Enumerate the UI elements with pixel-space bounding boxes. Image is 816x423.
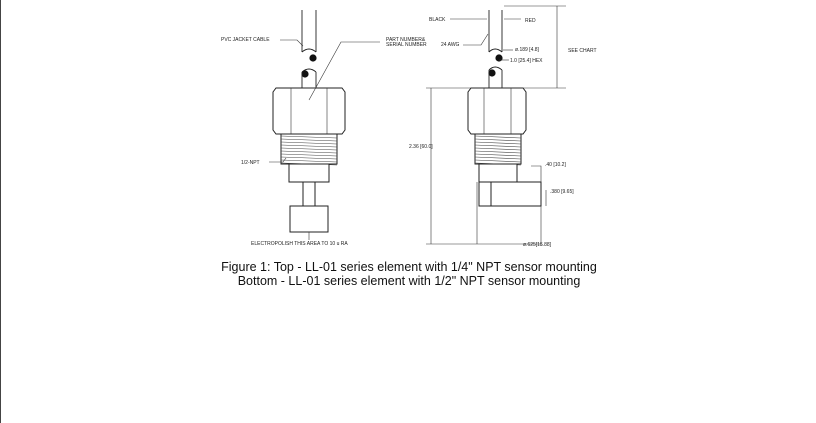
wire-dot	[488, 69, 496, 77]
stem-collar	[288, 163, 330, 183]
thread-line	[474, 159, 522, 163]
see-chart-label: SEE CHART	[568, 48, 597, 54]
figure-caption-line-1: Figure 1: Top - LL-01 series element wit…	[221, 260, 597, 274]
hex-nut	[467, 87, 527, 135]
probe-stem	[478, 181, 492, 207]
thread-line	[280, 135, 338, 139]
thread-lines	[280, 135, 338, 166]
electropolish-label: ELECTROPOLISH THIS AREA TO 10 u RA	[251, 241, 348, 247]
thread-line	[474, 153, 522, 157]
thread-line	[474, 147, 522, 151]
thread-line	[474, 144, 522, 148]
thread-line	[280, 159, 338, 163]
thread-line	[280, 156, 338, 160]
thread-line	[280, 144, 338, 148]
length-label: 2.36 [60.0]	[409, 144, 433, 150]
wire-dot	[309, 54, 317, 62]
hex-nut	[272, 87, 346, 135]
probe-tip	[490, 181, 542, 207]
thread-line	[474, 135, 522, 139]
leader-npt	[269, 157, 287, 163]
thread-line	[474, 138, 522, 142]
left-sensor-view: PVC JACKET CABLE PART NUMBER& SERIAL NUM…	[221, 10, 427, 247]
awg-label: 24 AWG	[441, 42, 460, 48]
leader-part-number	[308, 41, 380, 101]
probe-collar	[478, 163, 518, 183]
figure-caption-line-2: Bottom - LL-01 series element with 1/2" …	[237, 274, 581, 288]
cable-break-top	[301, 48, 317, 53]
tip-dia-label: ø.625[15.88]	[523, 242, 552, 248]
leader-awg	[463, 33, 489, 46]
part-number-label: PART NUMBER&	[386, 37, 426, 43]
wire-break-bottom	[488, 66, 503, 71]
right-sensor-view: BLACK RED 24 AWG ø.189 [4.8] 1.0 [25.4] …	[409, 5, 597, 248]
dim-380-label: .380 [9.65]	[550, 189, 574, 195]
wire-break-top	[488, 48, 503, 53]
sensor-diagram: PVC JACKET CABLE PART NUMBER& SERIAL NUM…	[221, 5, 597, 248]
red-label: RED	[525, 18, 536, 24]
thread-line	[280, 150, 338, 154]
thread-line	[280, 153, 338, 157]
wire-dot	[301, 70, 309, 78]
thread-line	[280, 141, 338, 145]
dim-40	[531, 165, 542, 182]
thread-line	[474, 150, 522, 154]
thread-line	[280, 147, 338, 151]
leader-pvc	[280, 39, 304, 47]
black-label: BLACK	[429, 17, 446, 23]
sensor-tip	[289, 205, 329, 233]
thread-line	[474, 141, 522, 145]
thread-line	[474, 156, 522, 160]
hex-label: 1.0 [25.4] HEX	[510, 58, 543, 64]
serial-number-label: SERIAL NUMBER	[386, 42, 427, 48]
wire-dot	[495, 54, 503, 62]
wire-dia-label: ø.189 [4.8]	[515, 47, 540, 53]
dim-40-label: .40 [10.2]	[545, 162, 566, 168]
pvc-jacket-label: PVC JACKET CABLE	[221, 37, 270, 43]
npt-label: 1/2-NPT	[241, 160, 260, 166]
stem	[302, 181, 316, 207]
thread-line	[280, 138, 338, 142]
